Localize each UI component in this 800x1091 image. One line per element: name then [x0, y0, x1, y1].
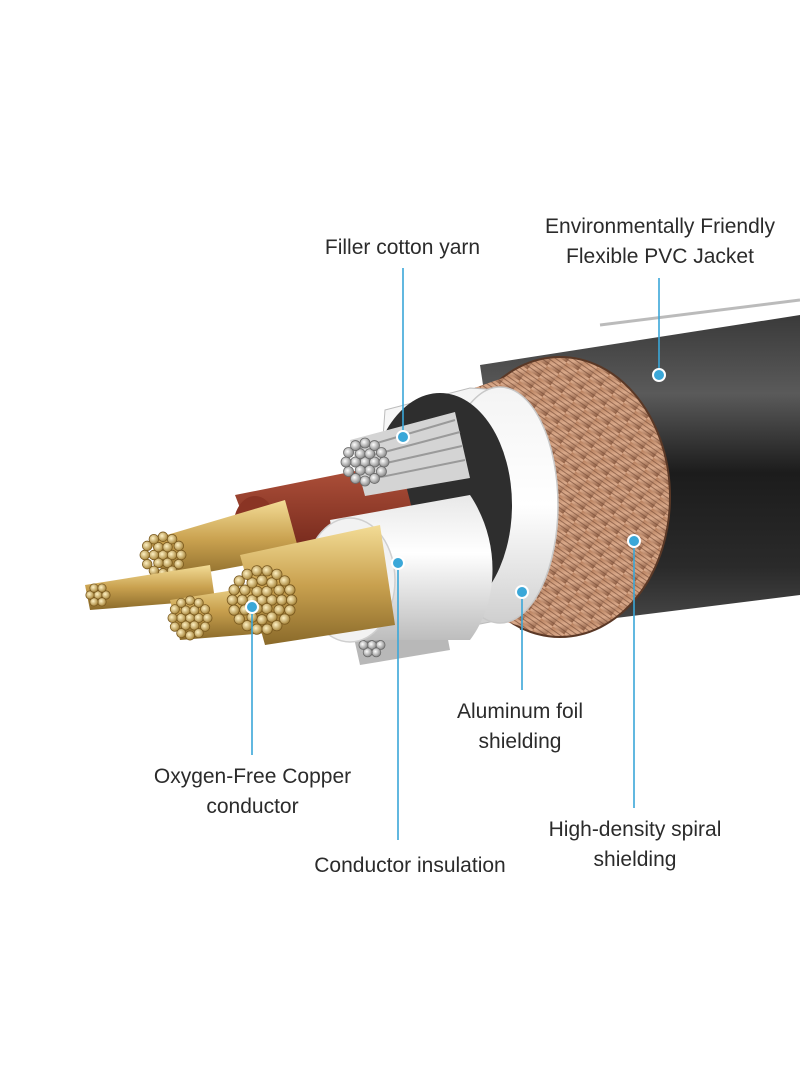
strand — [261, 585, 273, 598]
strand — [233, 613, 245, 625]
strand — [276, 594, 288, 606]
strand — [286, 594, 298, 606]
strand — [251, 565, 263, 577]
label-conductor-insulation: Conductor insulation — [314, 854, 506, 877]
strand — [169, 621, 180, 632]
strand — [173, 540, 184, 552]
strand — [97, 597, 107, 607]
strand — [200, 621, 211, 632]
strand — [148, 534, 160, 545]
strand — [376, 466, 387, 477]
strand — [162, 541, 173, 553]
strand — [284, 584, 296, 596]
strand — [169, 604, 180, 615]
dot-jacket — [652, 368, 666, 382]
strand — [340, 456, 352, 468]
strand — [241, 568, 253, 580]
strand — [261, 623, 273, 635]
strand — [101, 590, 111, 600]
strand — [364, 448, 376, 460]
strand — [139, 549, 150, 561]
strand — [202, 613, 213, 624]
strand — [256, 614, 268, 626]
strand — [166, 534, 178, 545]
strand — [375, 640, 386, 650]
strand — [369, 473, 380, 484]
strand — [371, 647, 382, 658]
strand — [358, 640, 369, 650]
strand — [97, 583, 107, 593]
strand — [193, 628, 204, 639]
strand — [354, 464, 366, 476]
strand — [157, 531, 169, 542]
strand — [228, 604, 240, 616]
strand — [167, 613, 178, 624]
strand — [266, 577, 278, 589]
strand — [271, 620, 283, 632]
strand — [85, 590, 95, 600]
strand — [359, 437, 371, 449]
strand — [343, 466, 354, 477]
strand — [228, 584, 240, 596]
strand — [378, 456, 390, 468]
strand — [350, 473, 361, 484]
label-pvc-jacket: Environmentally Friendly Flexible PVC Ja… — [545, 215, 775, 268]
strand — [273, 584, 285, 596]
strand — [251, 623, 263, 635]
strand — [176, 597, 187, 608]
strand — [350, 440, 361, 451]
strand — [369, 440, 380, 451]
label-oxygen-free-copper: Oxygen-Free Copper conductor — [153, 765, 352, 818]
strand — [153, 557, 164, 569]
strand — [142, 558, 153, 570]
strand — [233, 575, 245, 587]
strand — [226, 594, 238, 606]
strand — [256, 574, 268, 586]
strand — [359, 475, 371, 487]
dot-insulation — [391, 556, 405, 570]
strand — [180, 620, 191, 631]
strand — [89, 597, 99, 607]
strand — [279, 575, 291, 587]
copper-conductor-group — [85, 500, 395, 645]
strand — [142, 540, 153, 552]
dot-copper — [245, 600, 259, 614]
strand — [184, 630, 195, 641]
strand — [261, 565, 273, 577]
strand — [271, 568, 283, 580]
label-spiral-shielding: High-density spiral shielding — [548, 818, 722, 871]
strand — [184, 595, 195, 606]
callout-lines — [251, 268, 660, 840]
label-aluminum-foil: Aluminum foil shielding — [456, 700, 584, 753]
strand — [343, 447, 354, 458]
strand — [284, 604, 296, 616]
strand — [279, 613, 291, 625]
dot-filler — [396, 430, 410, 444]
strand — [176, 628, 187, 639]
strand — [173, 558, 184, 570]
strand — [176, 549, 187, 561]
strand — [376, 447, 387, 458]
strand — [200, 604, 211, 615]
dot-foil — [515, 585, 529, 599]
label-filler-cotton-yarn: Filler cotton yarn — [324, 236, 481, 259]
strand — [193, 597, 204, 608]
strand — [89, 583, 99, 593]
filler-cotton-yarn — [340, 412, 470, 496]
strand — [362, 647, 373, 658]
dot-spiral — [627, 534, 641, 548]
strand — [189, 605, 200, 616]
callout-dots — [245, 368, 666, 614]
